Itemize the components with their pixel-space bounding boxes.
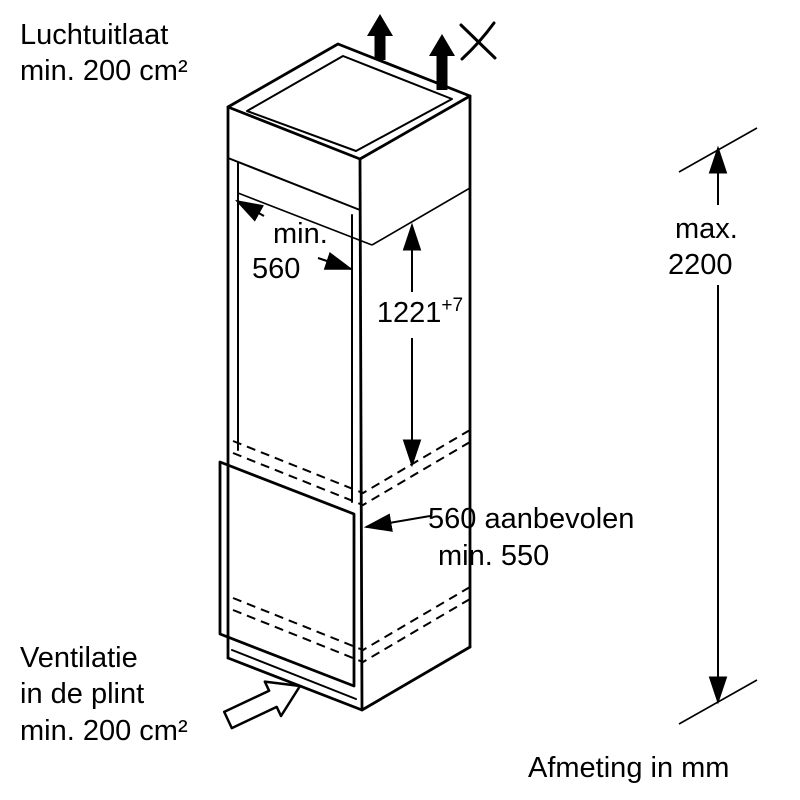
cabinet-bottom-edges [226, 645, 472, 712]
niche-ceiling-edge-side [371, 187, 471, 246]
niche-floor-dashed-1 [232, 429, 471, 495]
max-height-tick-top [678, 127, 758, 173]
max-height-label-line1: max. [675, 213, 738, 245]
depth-label-line1: 560 aanbevolen [428, 503, 634, 535]
dimension-lines [234, 127, 758, 725]
plinth-vent-label-line1: Ventilatie [20, 642, 138, 674]
text-labels: Luchtuitlaat min. 200 cm² min. 560 1221+… [20, 19, 738, 784]
plinth-vent-label-line3: min. 200 cm² [20, 715, 188, 747]
depth-leader-arrow [363, 513, 431, 532]
appliance-door-panel [218, 460, 356, 688]
vent-up-arrow-icon [367, 14, 393, 60]
niche-width-label-line1: min. [273, 218, 328, 250]
niche-height-label: 1221+7 [377, 295, 463, 329]
bottom-shelf-dashed-2 [232, 598, 471, 664]
niche-floor-dashed-2 [232, 441, 471, 507]
plinth-vent-label-line2: in de plint [20, 678, 144, 710]
air-outlet-label-line2: min. 200 cm² [20, 55, 188, 87]
power-cord-icon [459, 21, 497, 61]
vent-up-arrow-icon [429, 34, 455, 90]
units-note-label: Afmeting in mm [528, 752, 729, 784]
cabinet-drawing [218, 42, 472, 712]
niche-height-tolerance: +7 [441, 295, 463, 316]
cabinet-front-right-edge [358, 157, 364, 712]
niche-width-label-line2: 560 [252, 253, 300, 285]
niche-height-value: 1221 [377, 297, 442, 329]
max-height-label-line2: 2200 [668, 249, 733, 281]
niche-width-arrow-left [234, 199, 265, 222]
plinth-recess-line [231, 649, 357, 700]
max-height-tick-bottom [678, 679, 758, 725]
bottom-shelf-dashed-1 [232, 586, 471, 652]
top-face-inner-frame [246, 55, 453, 152]
niche-width-arrow-right [317, 252, 354, 270]
top-icons [367, 14, 497, 90]
front-top-rail [227, 157, 361, 211]
plinth-airflow-arrow-icon [222, 680, 302, 730]
air-outlet-label-line1: Luchtuitlaat [20, 19, 168, 51]
depth-label-line2: min. 550 [438, 540, 549, 572]
